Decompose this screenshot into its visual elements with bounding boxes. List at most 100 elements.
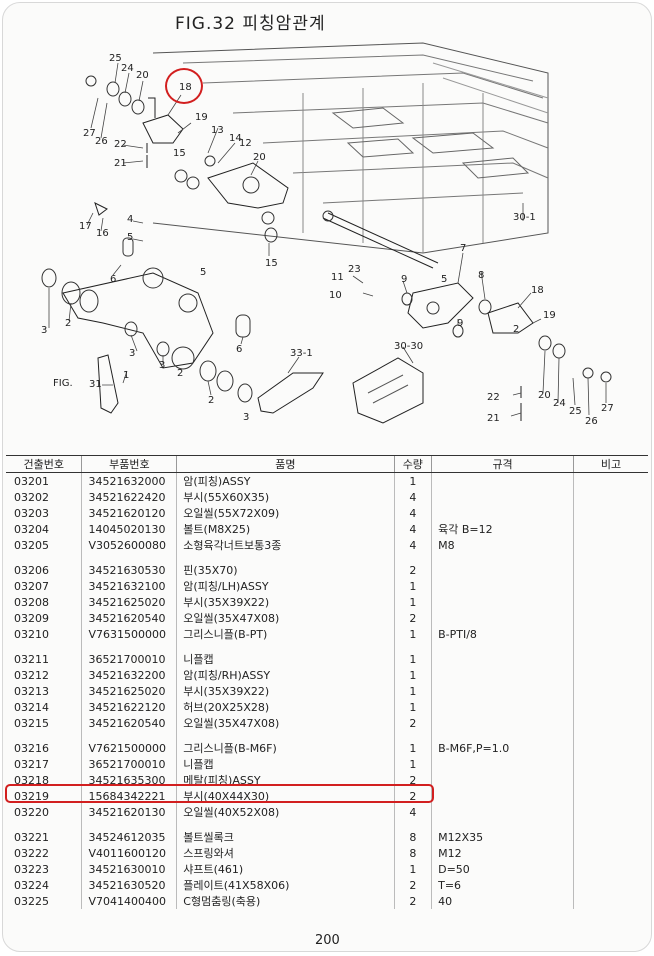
qty-cell: 1 (393, 578, 432, 594)
remarks-cell (573, 893, 648, 909)
part-name-cell: 부시(40X44X30) (176, 788, 395, 804)
part-name-cell: 부시(55X60X35) (176, 489, 395, 505)
qty-cell: 2 (393, 715, 432, 731)
part-no-cell: 34521630530 (81, 562, 177, 578)
spec-cell (431, 651, 574, 667)
ref-no-cell: 03209 (14, 611, 49, 625)
callout-16: 16 (96, 228, 109, 239)
callout-23: 23 (348, 264, 361, 275)
spacer-cell (81, 553, 177, 562)
part-no-cell: 34521632200 (81, 667, 177, 683)
qty-cell: 4 (393, 489, 432, 505)
part-no-cell: 34521632100 (81, 578, 177, 594)
remarks-cell (573, 829, 648, 845)
callout-1: 1 (123, 370, 130, 381)
callout-3b: 3 (129, 348, 136, 359)
part-name-cell: 볼트씰록크 (176, 829, 395, 845)
part-no-cell: 34524612035 (81, 829, 177, 845)
remarks-cell (573, 756, 648, 772)
table-header-row: 건출번호 부품번호 품명 수량 규격 비고 (6, 455, 648, 473)
callout-2: 2 (65, 318, 72, 329)
remarks-cell (573, 772, 648, 788)
qty-cell: 1 (393, 740, 432, 756)
callout-20c: 20 (538, 390, 551, 401)
part-name-cell: 플레이트(41X58X06) (176, 877, 395, 893)
spacer-cell (176, 642, 395, 651)
part-no-cell: 34521625020 (81, 594, 177, 610)
qty-cell: 2 (393, 893, 432, 909)
spec-cell (431, 578, 574, 594)
qty-cell: 1 (393, 651, 432, 667)
spec-cell (431, 472, 574, 489)
callout-18b: 18 (531, 285, 544, 296)
ref-no-cell: 03220 (14, 805, 49, 819)
ref-no-cell: 03207 (14, 579, 49, 593)
qty-cell: 1 (393, 626, 432, 642)
spec-cell: M12 (431, 845, 574, 861)
callout-24: 24 (121, 63, 134, 74)
ref-no-cell: 03202 (14, 490, 49, 504)
callout-27b: 27 (601, 403, 614, 414)
header-qty: 수량 (393, 455, 432, 473)
callout-33-1: 33-1 (290, 348, 313, 359)
qty-cell: 1 (393, 594, 432, 610)
ref-no-cell: 03225 (14, 894, 49, 908)
group-spacer (6, 553, 648, 562)
callout-26: 26 (95, 136, 108, 147)
remarks-cell (573, 594, 648, 610)
callout-5: 5 (127, 232, 134, 243)
callout-5c: 5 (441, 274, 448, 285)
header-spec: 규격 (431, 455, 574, 473)
qty-cell: 4 (393, 521, 432, 537)
part-no-cell: V3052600080 (81, 537, 177, 553)
qty-cell: 1 (393, 683, 432, 699)
remarks-cell (573, 562, 648, 578)
spec-cell: M8 (431, 537, 574, 553)
qty-cell: 1 (393, 667, 432, 683)
callout-31: 31 (89, 379, 102, 390)
part-name-cell: 오일씰(55X72X09) (176, 505, 395, 521)
spacer-cell (431, 553, 574, 562)
ref-no-cell: 03215 (14, 716, 49, 730)
callout-20b: 20 (253, 152, 266, 163)
part-name-cell: 오일씰(40X52X08) (176, 804, 395, 820)
figure-title: FIG.32 피칭암관계 (175, 14, 326, 34)
callout-3: 3 (41, 325, 48, 336)
ref-no-cell: 03224 (14, 878, 49, 892)
callout-22: 22 (114, 139, 127, 150)
part-no-cell: 36521700010 (81, 756, 177, 772)
part-no-cell: 34521630520 (81, 877, 177, 893)
spec-cell (431, 562, 574, 578)
callout-9: 9 (401, 274, 408, 285)
remarks-cell (573, 877, 648, 893)
callout-20: 20 (136, 70, 149, 81)
part-no-cell: 14045020130 (81, 521, 177, 537)
callout-12: 12 (239, 138, 252, 149)
part-name-cell: 오일씰(35X47X08) (176, 715, 395, 731)
qty-cell: 8 (393, 845, 432, 861)
part-name-cell: 암(피칭/RH)ASSY (176, 667, 395, 683)
spacer-cell (431, 642, 574, 651)
callout-2b: 2 (208, 395, 215, 406)
qty-cell: 2 (393, 788, 432, 804)
remarks-cell (573, 740, 648, 756)
spec-cell (431, 489, 574, 505)
part-name-cell: 허브(20X25X28) (176, 699, 395, 715)
highlight-circle-18 (165, 68, 203, 104)
part-no-cell: 15684342221 (81, 788, 177, 804)
remarks-cell (573, 699, 648, 715)
spec-cell (431, 772, 574, 788)
spec-cell (431, 804, 574, 820)
diagram-drawing (41, 42, 612, 424)
part-name-cell: 니플캡 (176, 756, 395, 772)
